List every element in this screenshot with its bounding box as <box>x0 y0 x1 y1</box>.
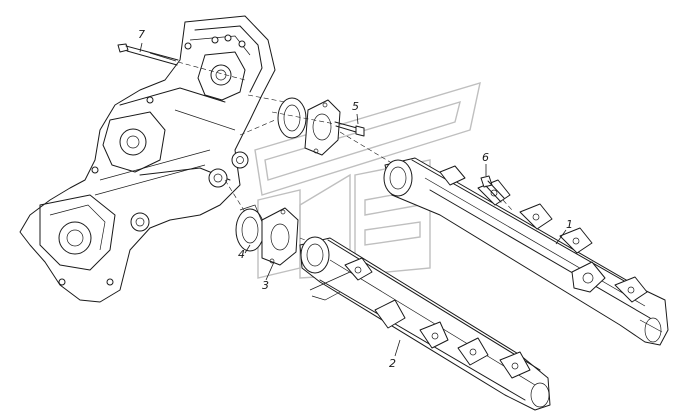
exhaust-manifold-2 <box>299 236 551 411</box>
callout-7: 7 <box>138 28 145 41</box>
callout-5: 5 <box>352 100 359 113</box>
callout-1: 1 <box>566 218 573 231</box>
timing-case-housing <box>19 15 276 303</box>
callout-6: 6 <box>482 151 489 164</box>
bolt-5 <box>271 111 365 137</box>
bolt-6 <box>480 175 513 211</box>
callout-labels: 7 5 6 1 2 3 4 <box>138 28 573 370</box>
callout-3: 3 <box>262 279 269 292</box>
gasket-4-upper <box>277 97 307 139</box>
flange-gasket-3-upper <box>304 99 341 156</box>
gasket-4-lower <box>235 204 265 252</box>
callout-4: 4 <box>238 248 245 261</box>
flange-gasket-3-lower <box>261 207 299 266</box>
callout-2: 2 <box>389 357 396 370</box>
callout-leaders <box>139 42 567 357</box>
bolt-7 <box>117 43 246 81</box>
